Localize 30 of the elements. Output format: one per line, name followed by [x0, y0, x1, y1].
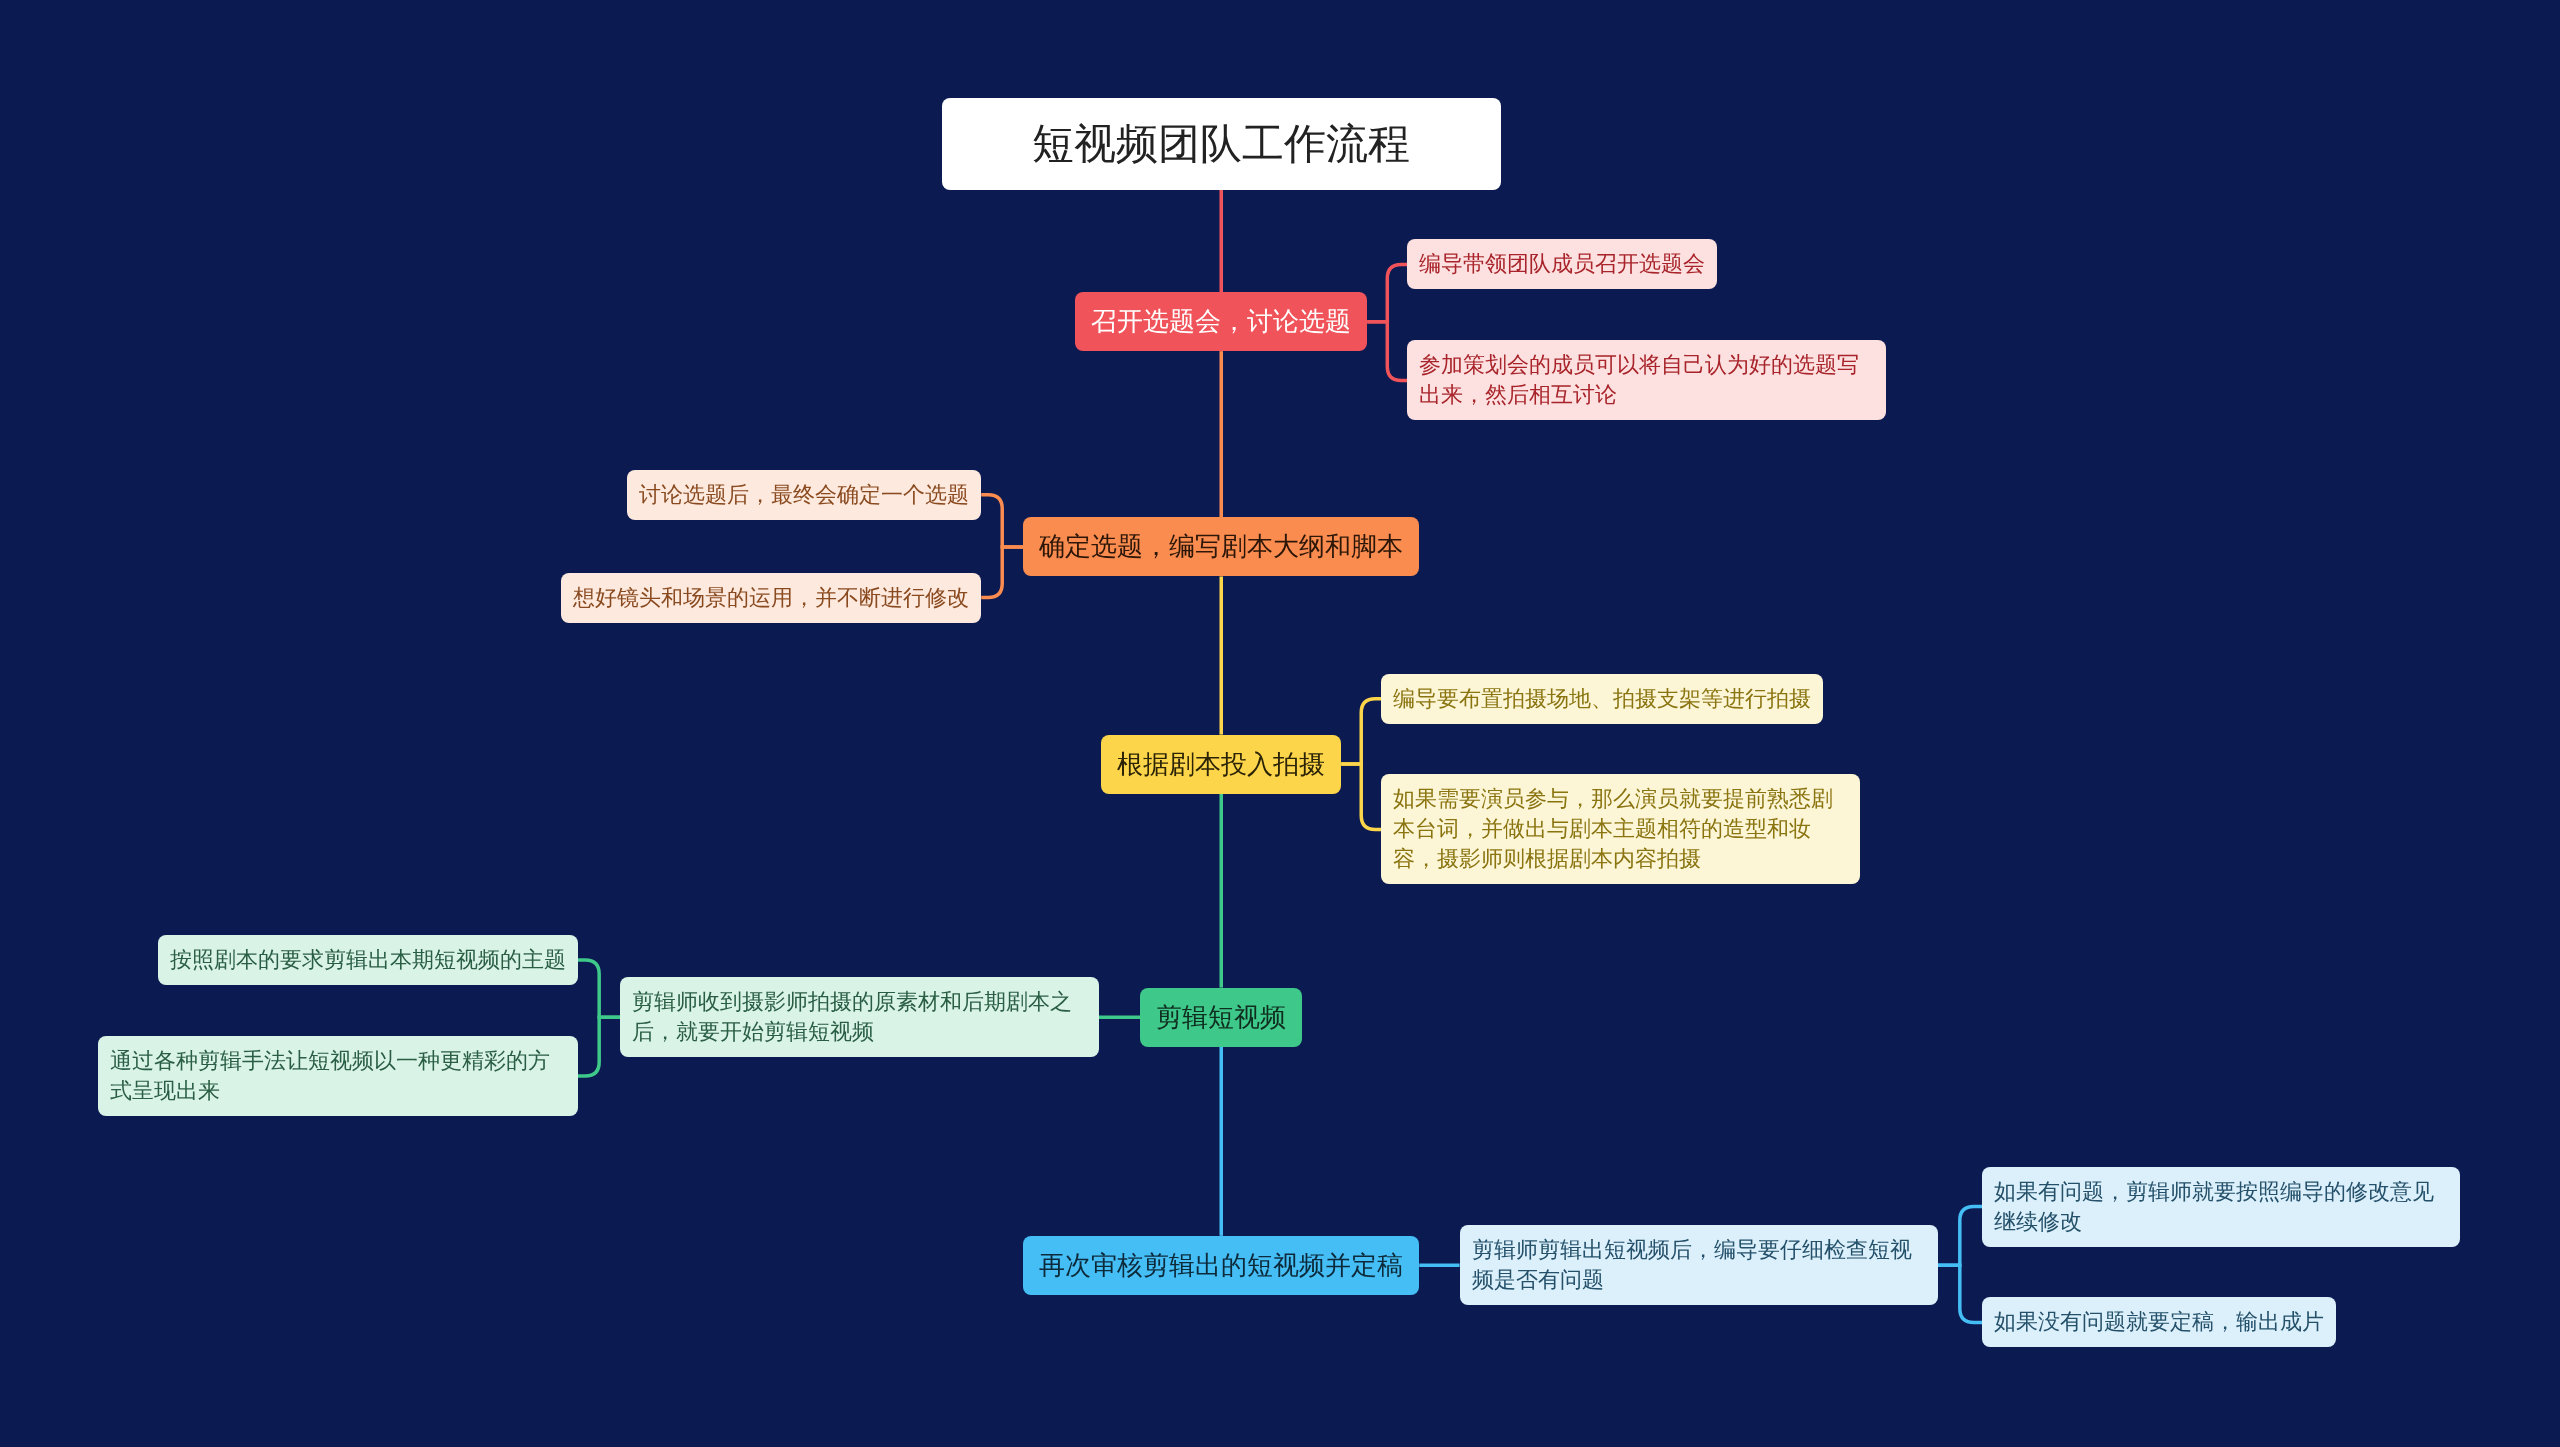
title-box: 短视频团队工作流程	[942, 98, 1501, 190]
subtopic-box: 编导带领团队成员召开选题会	[1407, 239, 1718, 290]
subtopic-box: 参加策划会的成员可以将自己认为好的选题写出来，然后相互讨论	[1407, 340, 1886, 421]
topic-box: 确定选题，编写剧本大纲和脚本	[1023, 517, 1420, 577]
connector-line	[1098, 1015, 1141, 1019]
subtopic-box: 想好镜头和场景的运用，并不断进行修改	[561, 572, 982, 623]
connector-line	[1219, 189, 1223, 293]
subtopic-box: 剪辑师收到摄影师拍摄的原素材和后期剧本之后，就要开始剪辑短视频	[620, 977, 1099, 1058]
connector-line	[1219, 576, 1223, 735]
connector-line	[1367, 319, 1408, 383]
subtopic-box: 按照剧本的要求剪辑出本期短视频的主题	[157, 935, 578, 985]
connector-line	[1219, 1046, 1223, 1236]
connector-line	[1937, 1263, 1983, 1325]
connector-line	[1219, 793, 1223, 988]
connector-line	[577, 1015, 621, 1078]
subtopic-box: 如果有问题，剪辑师就要按照编导的修改意见继续修改	[1982, 1166, 2461, 1247]
connector-line	[1341, 762, 1382, 832]
connector-line	[1419, 1263, 1460, 1268]
topic-box: 剪辑短视频	[1140, 987, 1303, 1047]
topic-box: 根据剧本投入拍摄	[1101, 734, 1342, 794]
subtopic-box: 通过各种剪辑手法让短视频以一种更精彩的方式呈现出来	[97, 1035, 578, 1116]
subtopic-box: 如果需要演员参与，那么演员就要提前熟悉剧本台词，并做出与剧本主题相符的造型和妆容，摄影师则根据剧本内容拍摄	[1381, 774, 1860, 885]
connector-line	[981, 545, 1024, 600]
subtopic-box: 讨论选题后，最终会确定一个选题	[627, 469, 982, 520]
connector-line	[1219, 351, 1223, 518]
subtopic-box: 如果没有问题就要定稿，输出成片	[1982, 1297, 2337, 1348]
topic-box: 再次审核剪辑出的短视频并定稿	[1023, 1235, 1420, 1295]
subtopic-box: 剪辑师剪辑出短视频后，编导要仔细检查短视频是否有问题	[1459, 1225, 1938, 1306]
topic-box: 召开选题会，讨论选题	[1075, 292, 1368, 352]
subtopic-box: 编导要布置拍摄场地、拍摄支架等进行拍摄	[1381, 673, 1824, 724]
